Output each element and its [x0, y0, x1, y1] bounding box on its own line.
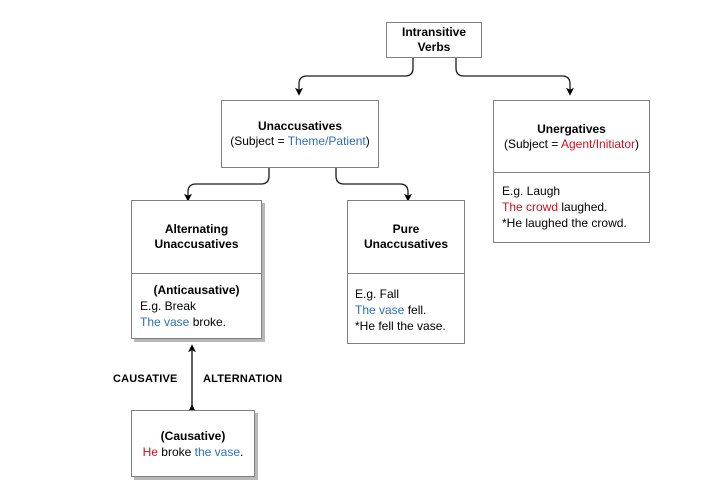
- pure-ex1-subject: The vase: [355, 303, 405, 317]
- node-alternating-unaccusatives[interactable]: Alternating Unaccusatives (Anticausative…: [131, 200, 262, 339]
- pure-example-2: *He fell the vase.: [355, 319, 446, 333]
- unergatives-example-2: *He laughed the crowd.: [502, 216, 627, 230]
- unaccusatives-title: Unaccusatives: [257, 119, 343, 133]
- alternating-ex1-subject: The vase: [140, 315, 190, 329]
- unergatives-ex1-subject: The crowd: [502, 200, 559, 214]
- pure-title-line1: Pure: [392, 222, 420, 236]
- alternating-title-line2: Unaccusatives: [154, 237, 239, 251]
- unaccusatives-subject-role: (Subject = Theme/Patient): [230, 134, 370, 149]
- unergatives-example-1: The crowd laughed.: [502, 199, 649, 215]
- pure-eg: E.g. Fall: [355, 287, 400, 301]
- node-pure-unaccusatives[interactable]: Pure Unaccusatives E.g. Fall The vase fe…: [347, 200, 465, 344]
- link-unaccusatives-to-alternating: [184, 168, 270, 202]
- unaccusatives-sub-pre: (Subject =: [230, 134, 288, 148]
- causative-ex-object: the vase: [194, 444, 241, 459]
- node-unergatives[interactable]: Unergatives (Subject = Agent/Initiator) …: [493, 100, 650, 243]
- causative-ex-end: .: [240, 444, 244, 459]
- unergatives-ex1-rest: laughed.: [558, 200, 608, 214]
- unergatives-eg: E.g. Laugh: [502, 184, 561, 198]
- node-causative[interactable]: (Causative) He broke the vase.: [131, 410, 255, 477]
- alternation-label-left: CAUSATIVE: [113, 373, 178, 385]
- root-title-line2: Verbs: [417, 40, 451, 54]
- unergatives-role: Agent/Initiator: [561, 136, 636, 151]
- alternating-example-1: The vase broke.: [140, 314, 261, 330]
- node-unaccusatives[interactable]: Unaccusatives (Subject = Theme/Patient): [221, 100, 379, 168]
- link-root-to-unergatives: [455, 58, 574, 96]
- causative-ex-mid: broke: [157, 444, 195, 459]
- unergatives-sub-pre: (Subject =: [503, 136, 561, 151]
- root-title-line1: Intransitive: [401, 25, 467, 39]
- unergatives-title: Unergatives: [537, 121, 606, 136]
- unaccusatives-sub-post: ): [365, 134, 370, 148]
- unergatives-sub-post: ): [635, 136, 640, 151]
- causative-label: (Causative): [160, 428, 226, 443]
- alternating-title-line1: Alternating: [164, 222, 229, 236]
- alternation-label-right: ALTERNATION: [203, 373, 283, 385]
- causative-ex-subject: He: [142, 444, 158, 459]
- alternating-eg: E.g. Break: [140, 299, 197, 313]
- link-unaccusatives-to-pure: [335, 168, 412, 202]
- node-intransitive-verbs[interactable]: Intransitive Verbs: [386, 22, 482, 58]
- alternating-ex1-rest: broke.: [189, 315, 227, 329]
- unaccusatives-role: Theme/Patient: [287, 134, 366, 148]
- link-root-to-unaccusatives: [295, 58, 414, 96]
- pure-ex1-rest: fell.: [404, 303, 427, 317]
- pure-example-1: The vase fell.: [355, 302, 464, 318]
- pure-title-line2: Unaccusatives: [363, 237, 449, 251]
- alternating-label: (Anticausative): [153, 283, 240, 297]
- causative-example: He broke the vase.: [143, 444, 244, 460]
- unergatives-subject-role: (Subject = Agent/Initiator): [504, 137, 639, 152]
